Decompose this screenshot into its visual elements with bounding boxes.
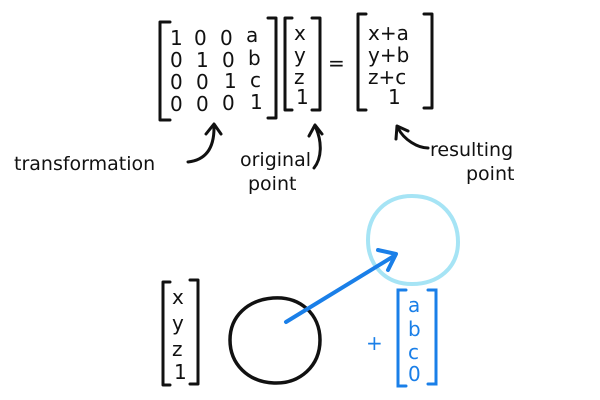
point-entry: y — [294, 43, 306, 67]
matrix-cell: c — [250, 68, 261, 92]
label-resulting-line1: resulting — [430, 139, 513, 161]
label-original-line1: original — [240, 149, 311, 171]
matrix-cell: 1 — [250, 90, 263, 114]
matrix-cell: 0 — [170, 92, 183, 116]
translation-entry: a — [408, 293, 420, 317]
result-right-bracket — [422, 12, 434, 110]
point-entry: 1 — [296, 85, 309, 109]
matrix-cell: 1 — [170, 26, 183, 50]
illustration-point-entry: y — [172, 311, 184, 335]
point-right-bracket — [310, 16, 322, 112]
illustration-point-entry: x — [172, 285, 184, 309]
point-left-bracket — [283, 16, 294, 112]
point-entry: x — [294, 21, 306, 45]
plus-sign: + — [366, 331, 383, 355]
result-entry: z+c — [368, 65, 406, 89]
label-resulting-line2: point — [466, 163, 514, 185]
result-entry: y+b — [368, 43, 409, 67]
translation-right-bracket — [426, 288, 438, 386]
translation-entry: 0 — [408, 362, 421, 386]
matrix-cell: a — [246, 23, 258, 47]
equals-sign: = — [328, 51, 345, 75]
resulting-arrow — [396, 126, 430, 150]
original-arrowhead — [307, 123, 324, 138]
translation-left-bracket — [396, 288, 408, 388]
original-arrow — [312, 126, 322, 170]
translation-entry: c — [408, 340, 419, 364]
matrix-cell: b — [248, 46, 261, 70]
matrix-cell: 1 — [196, 48, 209, 72]
matrix-cell: 0 — [222, 91, 235, 115]
translation-arrow — [284, 254, 396, 324]
illustration-point-right-bracket — [188, 278, 200, 386]
translation-entry: b — [408, 317, 421, 341]
matrix-right-bracket — [266, 16, 278, 120]
translation-arrowhead — [376, 248, 398, 272]
matrix-cell: 1 — [224, 69, 237, 93]
matrix-cell: 0 — [196, 70, 209, 94]
illustration-point-entry: z — [172, 337, 183, 361]
matrix-cell: 0 — [222, 48, 235, 72]
result-entry: 1 — [388, 85, 401, 109]
result-entry: x+a — [368, 21, 409, 45]
matrix-cell: 0 — [194, 26, 207, 50]
label-transformation: transformation — [14, 153, 155, 175]
point-entry: z — [294, 65, 305, 89]
transformation-arrow — [186, 126, 216, 164]
label-original-line2: point — [248, 173, 296, 195]
result-left-bracket — [356, 12, 368, 112]
translated-circle — [365, 193, 461, 287]
transformation-arrowhead — [204, 122, 223, 136]
illustration-point-left-bracket — [161, 280, 172, 387]
original-circle — [228, 296, 322, 385]
matrix-cell: 0 — [196, 92, 209, 116]
matrix-cell: 0 — [170, 70, 183, 94]
matrix-cell: 0 — [170, 48, 183, 72]
resulting-arrowhead — [394, 124, 410, 141]
matrix-left-bracket — [158, 20, 172, 122]
illustration-point-entry: 1 — [174, 360, 187, 384]
matrix-cell: 0 — [220, 26, 233, 50]
